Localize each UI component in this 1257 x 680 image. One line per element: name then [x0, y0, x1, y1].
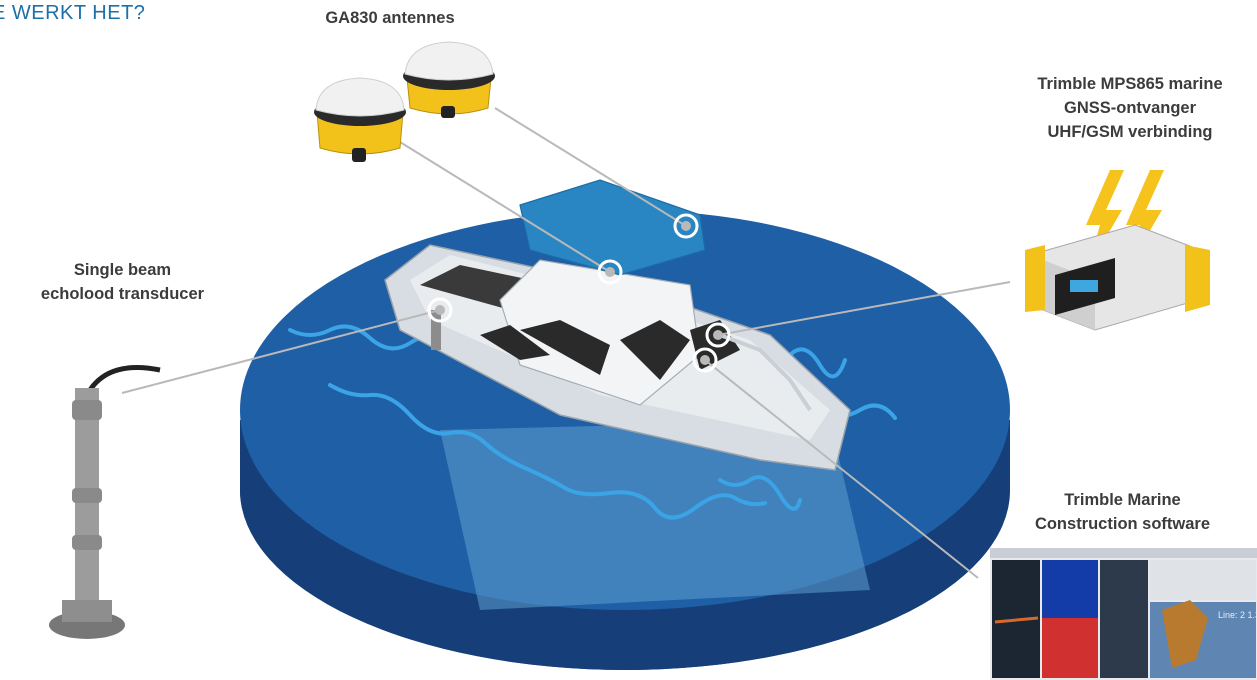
dot-transducer	[435, 305, 445, 315]
transducer-pole-on-boat	[431, 310, 441, 350]
ring-antenna-1	[597, 259, 623, 285]
line-antenna-1	[399, 141, 611, 273]
software-screenshot: Line: 2 1.3	[990, 548, 1257, 680]
software-column	[1100, 560, 1148, 678]
bow-rail	[719, 333, 812, 412]
receiver-bumper-right	[1185, 245, 1210, 312]
line-transducer	[121, 309, 441, 394]
cabin-window-1	[520, 320, 610, 375]
wave-right-3	[718, 475, 802, 511]
antenna-left-plug	[352, 148, 366, 162]
antenna-left-icon	[314, 77, 406, 162]
transducer-label: Single beam echolood transducer	[0, 258, 245, 306]
software-sonar-bottom	[1042, 618, 1098, 678]
transducer-collar-3	[72, 535, 102, 550]
receiver-display	[1070, 280, 1098, 292]
software-line-text: Line: 2 1.3	[1218, 610, 1257, 620]
receiver-label-line-2: GNSS-ontvanger	[1063, 99, 1197, 117]
dot-antenna-2	[681, 221, 691, 231]
cabin-window-2	[620, 320, 690, 380]
software-label-line-2: Construction software	[1034, 515, 1211, 533]
dot-antenna-1	[605, 267, 615, 277]
transducer-icon	[49, 365, 161, 639]
cabin-window-3	[480, 325, 550, 360]
wave-front	[328, 383, 767, 520]
software-label: Trimble Marine Construction software	[1000, 488, 1245, 536]
transducer-label-line-2: echolood transducer	[40, 285, 205, 303]
receiver-label-line-1: Trimble MPS865 marine	[1037, 75, 1223, 93]
antenna-left-dome	[315, 77, 405, 117]
antenna-right-plug	[441, 106, 455, 118]
antenna-label: GA830 antennes	[285, 6, 495, 30]
ring-transducer	[427, 297, 453, 323]
transducer-collar-2	[72, 488, 102, 503]
ring-receiver	[705, 322, 731, 348]
receiver-label-line-3: UHF/GSM verbinding	[1047, 123, 1213, 141]
dot-receiver	[713, 330, 723, 340]
software-sonar-top	[1042, 560, 1098, 618]
transducer-collar-1	[72, 400, 102, 420]
boat-canopy	[519, 179, 706, 276]
software-label-line-1: Trimble Marine	[1064, 491, 1181, 509]
section-heading: E WERKT HET?	[0, 2, 146, 24]
line-receiver	[717, 281, 1011, 336]
transducer-label-line-1: Single beam	[73, 261, 172, 279]
antenna-label-text: GA830 antennes	[325, 9, 455, 27]
transducer-cable	[87, 365, 161, 392]
connector-dots	[435, 221, 723, 365]
dot-software	[700, 355, 710, 365]
antenna-right-icon	[403, 41, 495, 118]
software-trace	[994, 616, 1039, 624]
ring-antenna-2	[673, 213, 699, 239]
connector-rings	[427, 213, 731, 373]
line-software	[704, 359, 979, 579]
software-map	[1150, 560, 1256, 600]
transducer-head	[62, 600, 112, 622]
connector-lines	[121, 107, 1011, 579]
ring-software	[692, 347, 718, 373]
receiver-bumper-left	[1025, 245, 1045, 312]
software-toolbar	[990, 548, 1257, 558]
receiver-icon	[1025, 224, 1210, 331]
sonar-beam	[440, 420, 870, 610]
software-3d-object	[1162, 600, 1208, 668]
antenna-right-dome	[404, 41, 494, 81]
line-antenna-2	[494, 107, 687, 227]
receiver-label: Trimble MPS865 marine GNSS-ontvanger UHF…	[1000, 72, 1257, 144]
